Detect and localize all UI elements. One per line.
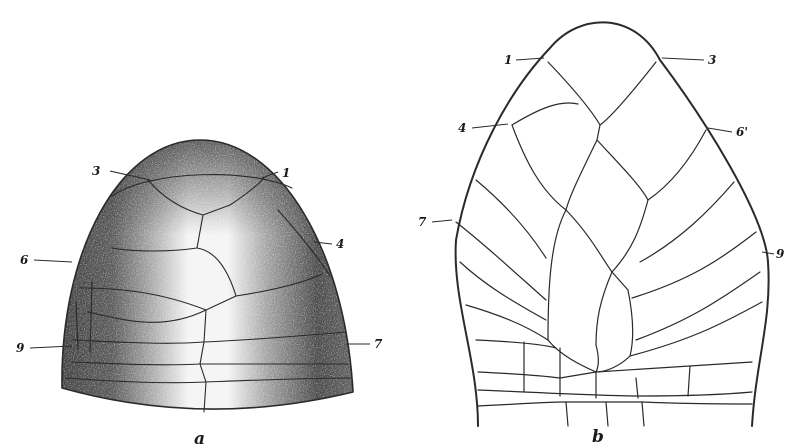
panel-b-outline (456, 22, 769, 426)
label-b-6: 6' (736, 125, 748, 139)
panel-b-caption: b (592, 427, 604, 447)
panel-b-leaders (432, 58, 774, 254)
label-b-3: 3 (708, 53, 716, 67)
label-a-6: 6 (20, 253, 29, 267)
panel-a-caption: a (194, 429, 205, 448)
panel-b-labels: 1 3 4 6' 7 9 (418, 53, 785, 261)
label-a-3: 3 (92, 164, 100, 178)
label-a-4: 4 (336, 237, 344, 251)
panel-b: 1 3 4 6' 7 9 b (418, 22, 785, 447)
label-b-7: 7 (418, 215, 427, 229)
label-a-9: 9 (16, 341, 25, 355)
panel-a: 3 1 4 6 9 7 a (16, 130, 383, 448)
label-b-9: 9 (776, 247, 785, 261)
label-b-1: 1 (504, 53, 512, 67)
panel-b-cell-walls (456, 62, 762, 426)
label-a-7: 7 (374, 337, 383, 351)
label-a-1: 1 (282, 166, 290, 180)
label-b-4: 4 (458, 121, 466, 135)
